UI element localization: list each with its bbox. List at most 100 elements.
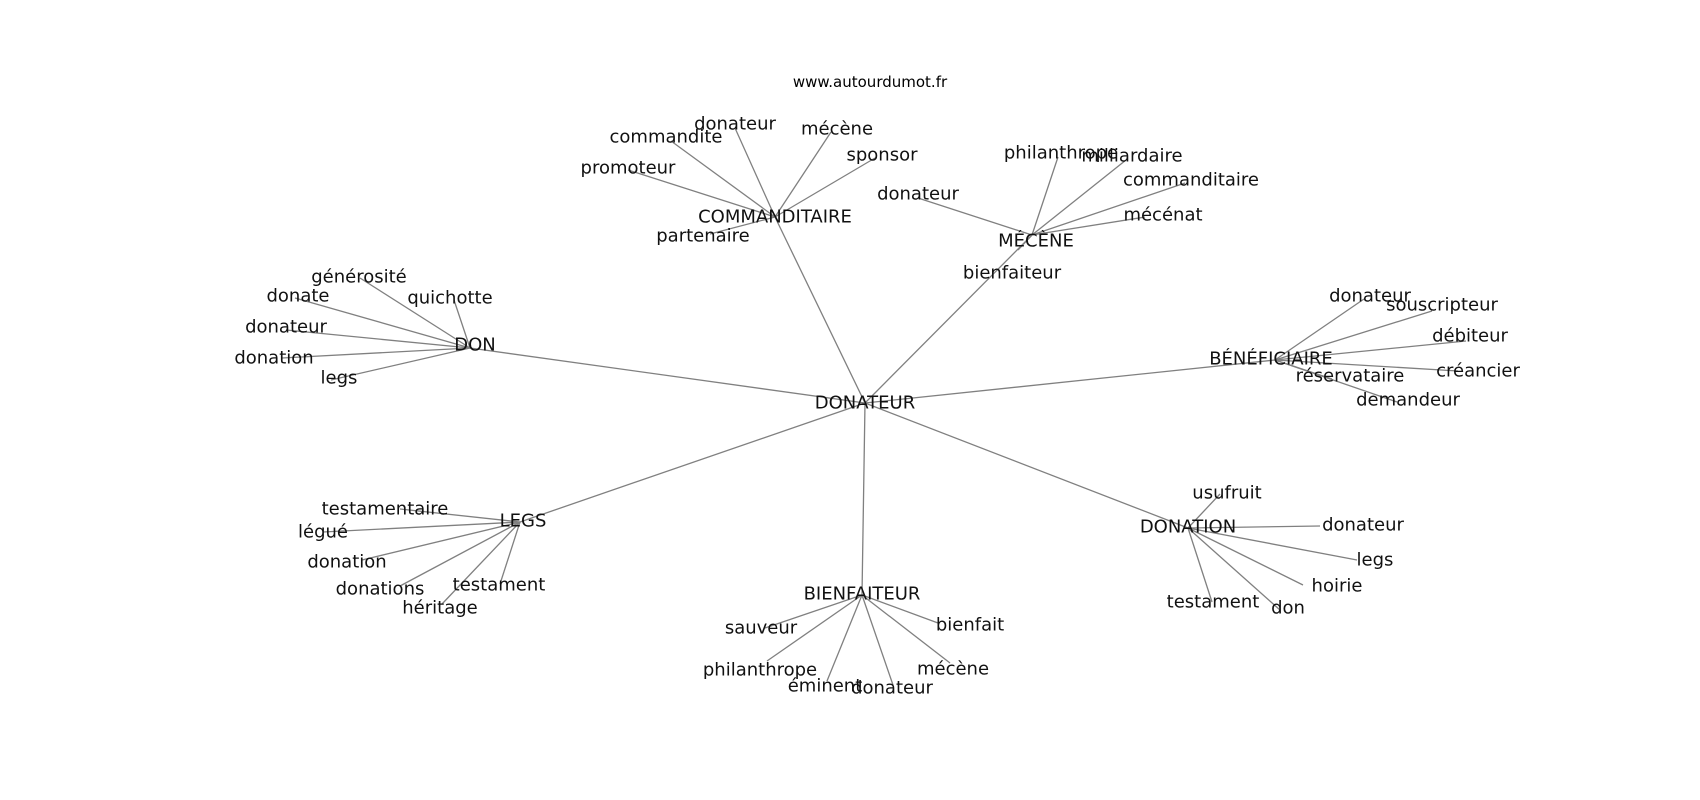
edge-root-mecene — [864, 234, 1033, 404]
leaf-node-mecene-2: commanditaire — [1123, 170, 1259, 191]
edge-mecene-leaf-3 — [917, 197, 1033, 236]
edge-bienfaiteur-leaf-5 — [861, 594, 894, 686]
edge-donation-leaf-0 — [1187, 493, 1221, 529]
edge-beneficiaire-leaf-0 — [1274, 298, 1365, 361]
leaf-node-commanditaire-5: partenaire — [656, 226, 750, 247]
cluster-node-legs: LEGS — [500, 511, 547, 532]
leaf-node-bienfaiteur-5: donateur — [851, 678, 933, 699]
edge-donation-leaf-4 — [1187, 527, 1213, 603]
edge-legs-leaf-1 — [322, 521, 521, 533]
leaf-node-mecene-0: philanthrope — [1004, 143, 1118, 164]
edge-beneficiaire-leaf-5 — [1274, 359, 1398, 403]
edge-legs-leaf-0 — [399, 508, 521, 523]
edge-commanditaire-leaf-2 — [670, 140, 776, 218]
edge-don-leaf-0 — [359, 277, 471, 349]
cluster-node-mecene: MÉCÈNE — [998, 230, 1074, 252]
edge-beneficiaire-leaf-2 — [1274, 340, 1467, 361]
leaf-node-commanditaire-1: mécène — [801, 119, 873, 140]
leaf-node-mecene-3: donateur — [877, 184, 959, 205]
edge-don-leaf-2 — [453, 299, 471, 349]
leaf-node-bienfaiteur-2: philanthrope — [703, 660, 817, 681]
leaf-node-bienfaiteur-3: mécène — [917, 659, 989, 680]
edge-bienfaiteur-leaf-1 — [861, 594, 939, 624]
edge-commanditaire-leaf-1 — [774, 131, 832, 218]
root-node-label: DONATEUR — [815, 393, 915, 414]
edge-donation-leaf-5 — [1187, 527, 1281, 611]
edge-donation-leaf-2 — [1187, 527, 1358, 561]
edge-donation-leaf-1 — [1187, 525, 1321, 529]
leaf-node-don-3: donateur — [245, 317, 327, 338]
leaf-node-donation-3: hoirie — [1312, 576, 1363, 597]
cluster-node-commanditaire: COMMANDITAIRE — [698, 207, 852, 228]
leaf-node-don-5: legs — [321, 368, 358, 389]
edge-beneficiaire-leaf-1 — [1274, 310, 1433, 361]
edge-donation-leaf-3 — [1187, 527, 1304, 586]
leaf-node-donation-5: don — [1271, 598, 1305, 619]
leaf-node-legs-1: légué — [298, 522, 348, 543]
edge-commanditaire-leaf-3 — [774, 157, 876, 218]
edge-bienfaiteur-leaf-2 — [766, 594, 863, 662]
edge-root-don — [469, 347, 866, 404]
edge-don-leaf-3 — [285, 329, 471, 349]
leaf-node-commanditaire-3: sponsor — [846, 145, 918, 166]
edge-don-leaf-4 — [281, 347, 471, 359]
leaf-node-donation-0: usufruit — [1192, 483, 1261, 504]
edge-commanditaire-leaf-5 — [709, 216, 776, 235]
leaf-node-mecene-4: mécénat — [1123, 205, 1202, 226]
edge-legs-leaf-4 — [399, 521, 521, 587]
edge-mecene-leaf-2 — [1031, 182, 1186, 236]
leaf-node-legs-3: testament — [453, 575, 546, 596]
edge-beneficiaire-leaf-3 — [1274, 359, 1459, 372]
leaf-node-bienfaiteur-1: bienfait — [936, 615, 1004, 636]
leaf-node-legs-4: donations — [336, 579, 425, 600]
leaf-node-legs-2: donation — [307, 552, 386, 573]
edge-bienfaiteur-leaf-0 — [764, 594, 863, 629]
edge-root-beneficiaire — [864, 359, 1276, 404]
leaf-node-don-1: donate — [266, 286, 329, 307]
edge-mecene-leaf-5 — [1017, 234, 1033, 251]
edge-mecene-leaf-4 — [1031, 216, 1146, 236]
edge-don-leaf-1 — [294, 297, 471, 349]
leaf-node-beneficiaire-0: donateur — [1329, 286, 1411, 307]
edge-bienfaiteur-leaf-4 — [826, 594, 863, 682]
leaf-node-beneficiaire-1: souscripteur — [1386, 295, 1498, 316]
leaf-node-bienfaiteur-0: sauveur — [725, 618, 798, 639]
leaf-node-donation-4: testament — [1167, 592, 1260, 613]
leaf-node-legs-0: testamentaire — [322, 499, 449, 520]
leaf-node-donation-2: legs — [1357, 550, 1394, 571]
graph-edges — [281, 127, 1467, 686]
leaf-node-donation-1: donateur — [1322, 515, 1404, 536]
edge-root-legs — [519, 402, 866, 523]
leaf-node-don-2: quichotte — [407, 288, 492, 309]
leaf-node-beneficiaire-5: demandeur — [1356, 390, 1460, 411]
leaf-node-don-0: générosité — [311, 267, 407, 288]
leaf-node-legs-5: héritage — [402, 598, 477, 619]
edge-root-bienfaiteur — [861, 402, 866, 596]
edge-root-commanditaire — [774, 216, 866, 404]
edge-root-donation — [864, 402, 1189, 529]
edge-mecene-leaf-1 — [1031, 159, 1127, 236]
cluster-node-bienfaiteur: BIENFAITEUR — [804, 584, 921, 605]
cluster-node-donation: DONATION — [1140, 517, 1236, 538]
leaf-node-bienfaiteur-4: éminent — [788, 676, 863, 697]
cluster-node-don: DON — [454, 335, 496, 356]
source-url: www.autourdumot.fr — [793, 73, 948, 91]
edge-don-leaf-5 — [330, 347, 471, 381]
leaf-node-commanditaire-4: promoteur — [581, 158, 677, 179]
leaf-node-commanditaire-0: donateur — [694, 114, 776, 135]
edge-legs-leaf-2 — [361, 521, 521, 561]
leaf-node-mecene-1: milliardaire — [1081, 146, 1182, 167]
edge-legs-leaf-5 — [441, 521, 521, 605]
leaf-node-commanditaire-2: commandite — [610, 127, 723, 148]
leaf-node-don-4: donation — [234, 348, 313, 369]
edge-commanditaire-leaf-0 — [734, 127, 776, 218]
edge-mecene-leaf-0 — [1031, 156, 1059, 236]
edge-legs-leaf-3 — [499, 521, 521, 585]
leaf-node-beneficiaire-3: créancier — [1436, 361, 1520, 382]
leaf-node-beneficiaire-2: débiteur — [1432, 326, 1508, 347]
leaf-node-beneficiaire-4: réservataire — [1296, 366, 1405, 387]
leaf-node-mecene-5: bienfaiteur — [963, 263, 1062, 284]
edge-bienfaiteur-leaf-3 — [861, 594, 951, 664]
